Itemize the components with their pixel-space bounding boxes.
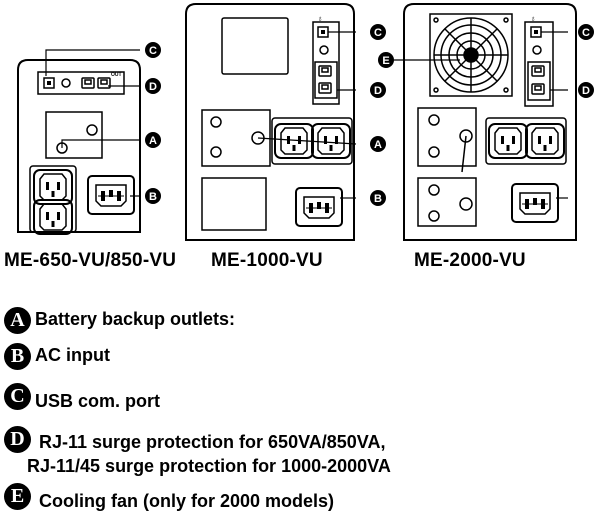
svg-text:D: D [582,85,590,97]
unit-me-650-outlet-top [33,169,73,205]
ups-rear-panel-diagram: OUT ♁ [17,3,594,241]
unit-me-1000-outlet-right [311,123,351,159]
svg-text:C: C [582,27,590,39]
svg-text:C: C [149,45,157,57]
unit-me-650-ac-inlet [87,175,135,215]
legend-badge-e: E [4,483,31,510]
model-label-me-2000: ME-2000-VU [414,250,526,271]
unit-me-1000-ground-screw [319,45,329,55]
badge-b-unit-2: B [370,190,386,206]
svg-text:B: B [149,191,157,203]
legend-text-d-line-2: RJ-11/45 surge protection for 1000-2000V… [27,456,391,476]
badge-b-unit-1: B [145,188,161,204]
svg-text:♁: ♁ [530,14,536,23]
unit-me-1000-body [185,3,355,241]
unit-me-650-io-strip [37,71,125,95]
unit-me-650-breaker-panel [45,111,103,159]
unit-me-2000-io-strip [524,21,554,107]
unit-me-1000-ac-inlet [295,187,343,227]
badge-a-unit-2: A [370,136,386,152]
unit-me-1000-rj-out [318,82,332,94]
legend-item-d: D RJ-11 surge protection for 650VA/850VA… [4,426,391,478]
unit-me-2000-rj-out [531,83,545,95]
unit-me-2000-cooling-fan [429,13,513,97]
unit-me-2000-battery-panel [417,177,477,227]
unit-me-1000-battery-door [201,177,267,231]
unit-me-650-ground-screw [61,78,71,88]
unit-me-650-outlet-bottom [33,199,73,235]
unit-me-2000-outlet-left [488,123,528,159]
legend-item-e: E Cooling fan (only for 2000 models) [4,483,334,513]
unit-me-650-usb-port [43,77,55,89]
unit-me-2000-breaker-panel [417,107,477,167]
svg-text:♁: ♁ [317,14,323,23]
unit-me-650-outlet-frame [29,165,77,233]
legend-item-c: C USB com. port [4,383,160,413]
badge-c-unit-1: C [145,42,161,58]
unit-me-2000-ground-screw [532,45,542,55]
legend-badge-c: C [4,383,31,410]
badge-d-unit-3: D [578,82,594,98]
unit-me-2000-ac-inlet [511,183,559,223]
unit-me-1000-label-plate [221,17,289,75]
unit-me-1000-outlet-frame [271,117,353,165]
svg-text:A: A [374,139,382,151]
badge-a-unit-1: A [145,132,161,148]
badge-c-unit-2: C [370,24,386,40]
badge-e-unit-3: E [378,52,394,68]
legend-item-b: B AC input [4,343,110,370]
unit-me-1000: ♁ [185,3,355,241]
unit-me-650-out-label: OUT [111,72,122,78]
legend-text-c: USB com. port [35,391,161,411]
legend-text-a: Battery backup outlets: [35,309,236,329]
legend-badge-b: B [4,343,31,370]
svg-text:C: C [374,27,382,39]
svg-text:D: D [149,81,157,93]
unit-me-1000-rj-in [318,65,332,77]
legend-badge-a: A [4,307,31,334]
unit-me-2000: ♁ [403,3,577,241]
unit-me-2000-outlet-frame [485,117,567,165]
badge-d-unit-1: D [145,78,161,94]
badge-c-unit-3: C [578,24,594,40]
model-label-me-650: ME-650-VU/850-VU [4,250,177,271]
svg-text:D: D [374,85,382,97]
unit-me-2000-body [403,3,577,241]
unit-me-2000-rj-block [527,61,551,101]
unit-me-2000-rj-in [531,65,545,77]
callout-badges: C D A B C D A B E C D [145,24,594,206]
legend-badge-d: D [4,426,31,453]
legend-text-d-line-1: RJ-11 surge protection for 650VA/850VA, [39,432,386,452]
legend-text-b: AC input [35,345,110,365]
unit-me-2000-outlet-right [525,123,565,159]
legend-item-a: A Battery backup outlets: [4,307,235,334]
badge-d-unit-2: D [370,82,386,98]
unit-me-650-rj-in [81,77,95,89]
unit-me-1000-breaker-panel [201,109,271,167]
svg-text:A: A [149,135,157,147]
unit-me-1000-io-strip [312,21,340,105]
unit-me-1000-rj-block [314,61,338,99]
callout-leaders [45,31,568,199]
legend-text-e: Cooling fan (only for 2000 models) [39,491,335,511]
unit-me-650-body [17,59,141,233]
unit-me-650: OUT [17,59,141,235]
model-label-me-1000: ME-1000-VU [211,250,323,271]
svg-text:E: E [382,55,389,67]
svg-text:B: B [374,193,382,205]
